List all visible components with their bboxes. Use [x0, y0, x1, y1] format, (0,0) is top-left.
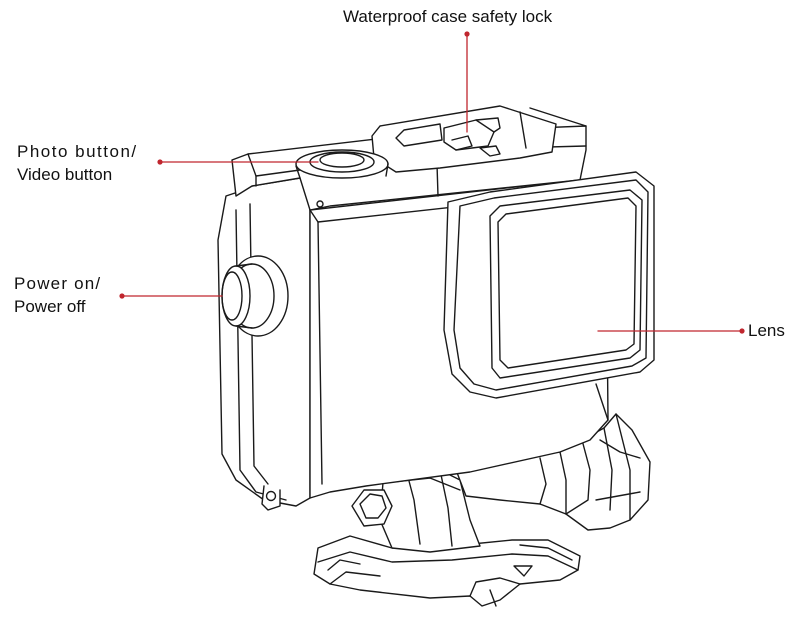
screw-icon — [316, 200, 324, 208]
label-photo-line2: Video button — [17, 165, 113, 184]
leader-dot-lens — [739, 328, 745, 334]
leader-dot-power — [119, 293, 125, 299]
leader-dot-photo — [157, 159, 163, 165]
label-safety-lock: Waterproof case safety lock — [343, 7, 553, 26]
lens-icon — [443, 171, 655, 421]
leader-lines — [121, 33, 743, 332]
safety-lock-icon — [371, 105, 557, 173]
shutter-button-icon — [295, 149, 389, 179]
leader-dot-safety-lock — [464, 31, 470, 37]
power-button-icon — [221, 255, 289, 337]
label-photo-line1: Photo button/ — [17, 142, 138, 161]
label-lens: Lens — [748, 321, 785, 340]
leader-dots — [119, 31, 745, 334]
label-power-line2: Power off — [14, 297, 86, 316]
label-power-line1: Power on/ — [14, 274, 102, 293]
